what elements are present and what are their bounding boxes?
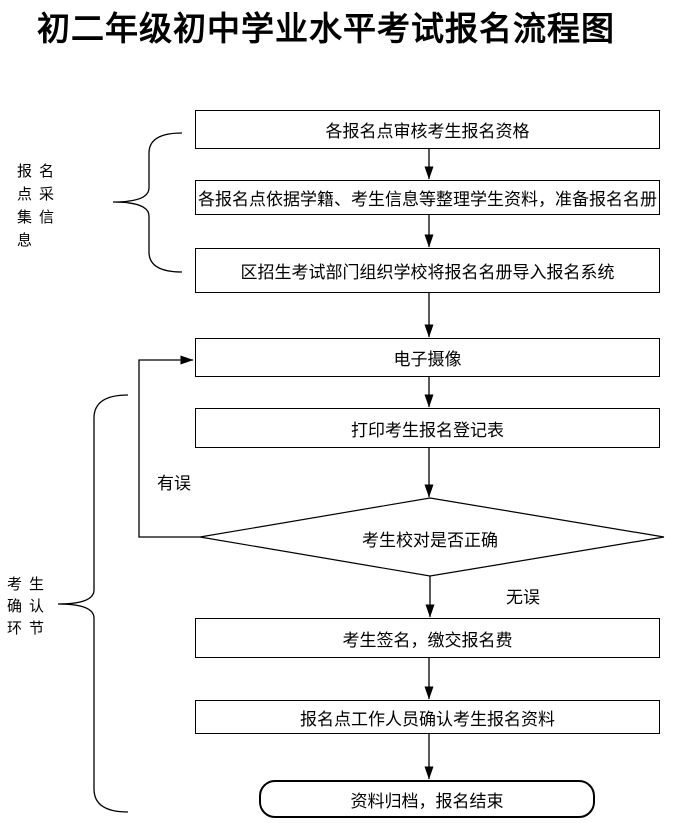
node-photo: 电子摄像: [195, 338, 660, 377]
stage-label-confirm: 考生确认环节: [7, 575, 52, 637]
node-audit: 各报名点审核考生报名资格: [195, 110, 660, 149]
node-prepare: 各报名点依据学籍、考生信息等整理学生资料，准备报名名册: [195, 180, 660, 215]
feedback-arrow-error: [138, 355, 200, 538]
node-import: 区招生考试部门组织学校将报名名册导入报名系统: [195, 248, 660, 293]
node-end: 资料归档，报名结束: [259, 780, 595, 818]
node-sign: 考生签名，缴交报名费: [195, 618, 660, 658]
edge-label-ok: 无误: [506, 588, 540, 608]
page-title: 初二年级初中学业水平考试报名流程图: [37, 9, 615, 48]
node-print: 打印考生报名登记表: [195, 408, 660, 448]
stage-label-collect: 报名点采集信息: [17, 162, 62, 249]
brace-confirm-stage: [57, 394, 129, 813]
edge-label-error: 有误: [157, 474, 191, 494]
node-check-label: 考生校对是否正确: [362, 531, 498, 551]
brace-collect-stage: [112, 132, 183, 273]
node-staff-confirm: 报名点工作人员确认考生报名资料: [195, 700, 660, 734]
